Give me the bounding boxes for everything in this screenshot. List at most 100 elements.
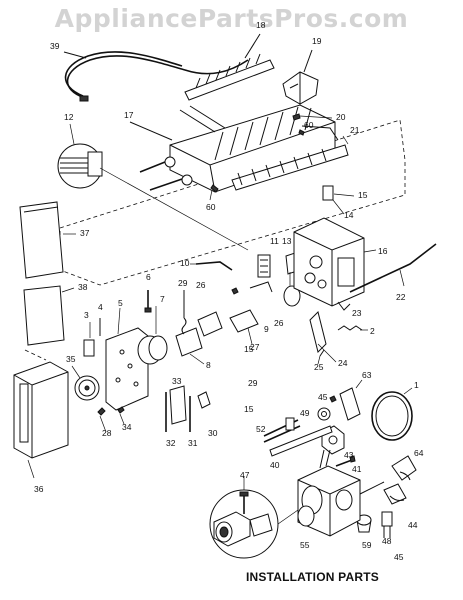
callout-6: 6	[146, 272, 151, 282]
callout-1: 1	[414, 380, 419, 390]
part-wire-harness	[63, 51, 249, 102]
callout-16: 16	[378, 246, 388, 256]
part-motor	[137, 306, 168, 365]
part-spring-2	[337, 325, 368, 331]
installation-parts-caption: INSTALLATION PARTS	[246, 570, 379, 584]
callout-21: 21	[350, 125, 360, 135]
callout-36: 36	[34, 484, 44, 494]
part-clamp-64	[391, 455, 417, 481]
part-thermostat	[229, 309, 259, 345]
callout-26: 26	[196, 280, 206, 290]
callout-31: 31	[188, 438, 198, 448]
part-ice-bin-cover	[13, 361, 69, 479]
part-shield	[231, 125, 349, 191]
callout-10: 10	[180, 258, 190, 268]
callout-28: 28	[102, 428, 112, 438]
part-clamp-44	[383, 483, 407, 505]
part-screw-28	[97, 407, 107, 433]
callout-15-4: 15	[244, 404, 254, 414]
callout-32: 32	[166, 438, 176, 448]
part-clip-9	[197, 311, 223, 337]
part-switch-8	[175, 327, 205, 365]
callout-23: 23	[352, 308, 362, 318]
callout-55: 55	[300, 540, 310, 550]
callout-37: 37	[80, 228, 90, 238]
part-tube-52	[263, 417, 301, 443]
callout-29-3: 29	[248, 378, 258, 388]
part-screw-34	[117, 406, 125, 425]
part-ejector-blade	[184, 33, 275, 101]
part-cover-clip	[282, 49, 319, 105]
callout-44: 44	[408, 520, 418, 530]
part-shutoff-arm	[349, 243, 437, 293]
part-connector	[57, 123, 249, 251]
part-timing-gear	[71, 365, 100, 401]
callout-63: 63	[362, 370, 372, 380]
callout-14: 14	[344, 210, 354, 220]
callout-4: 4	[98, 302, 103, 312]
callout-12: 12	[64, 112, 74, 122]
callout-47: 47	[240, 470, 250, 480]
callout-45-7: 45	[394, 552, 404, 562]
part-fill-tube-10	[190, 261, 233, 271]
part-linkage-26	[231, 281, 273, 295]
callout-40: 40	[270, 460, 280, 470]
callout-8: 8	[206, 360, 211, 370]
part-strip-40	[269, 425, 333, 457]
callout-15: 15	[358, 190, 368, 200]
part-clip-23	[337, 301, 351, 311]
callout-25: 25	[314, 362, 324, 372]
part-screws-60	[209, 129, 305, 201]
callout-27: 27	[250, 342, 260, 352]
callout-9: 9	[264, 324, 269, 334]
part-control-housing	[293, 217, 377, 307]
callout-59: 59	[362, 540, 372, 550]
part-fitting-48	[381, 511, 393, 538]
callout-48: 48	[382, 536, 392, 546]
part-spring-25	[317, 349, 325, 365]
callout-49: 49	[300, 408, 310, 418]
callout-13: 13	[282, 236, 292, 246]
part-bracket-63	[339, 379, 363, 421]
callout-7: 7	[160, 294, 165, 304]
part-screw-45	[329, 395, 337, 403]
part-label-sheet	[23, 285, 75, 346]
callout-39: 39	[50, 41, 60, 51]
part-nut-49	[317, 407, 331, 421]
part-insulator	[83, 322, 95, 357]
callout-26-8: 26	[274, 318, 284, 328]
callout-38: 38	[78, 282, 88, 292]
callout-3: 3	[84, 310, 89, 320]
part-mounting-plate	[105, 307, 149, 411]
callout-24: 24	[338, 358, 348, 368]
part-holder-33	[169, 385, 187, 425]
callout-2: 2	[370, 326, 375, 336]
callout-18: 18	[256, 20, 266, 30]
callout-60: 60	[304, 120, 314, 130]
callout-11: 11	[270, 236, 279, 246]
callout-43-6: 43	[344, 450, 354, 460]
callout-41: 41	[352, 464, 362, 474]
callout-5: 5	[118, 298, 123, 308]
callout-30: 30	[208, 428, 218, 438]
callout-45: 45	[318, 392, 328, 402]
callout-19: 19	[312, 36, 322, 46]
part-bracket-11	[257, 254, 271, 278]
part-instruction-sheet	[19, 201, 76, 279]
part-valve-detail-47	[209, 476, 299, 559]
callout-15-2: 15	[244, 344, 254, 354]
callout-64: 64	[414, 448, 424, 458]
callout-20: 20	[336, 112, 346, 122]
part-lever-24	[309, 311, 337, 363]
part-water-valve	[297, 449, 385, 537]
callout-33: 33	[172, 376, 182, 386]
part-tubing-ring-1	[371, 387, 413, 441]
part-spring-29	[181, 290, 187, 335]
part-screw-6	[144, 290, 152, 313]
callout-29: 29	[178, 278, 188, 288]
assembly-boundary	[24, 119, 406, 361]
part-bracket-14	[322, 185, 355, 215]
part-screw-41	[335, 455, 356, 467]
